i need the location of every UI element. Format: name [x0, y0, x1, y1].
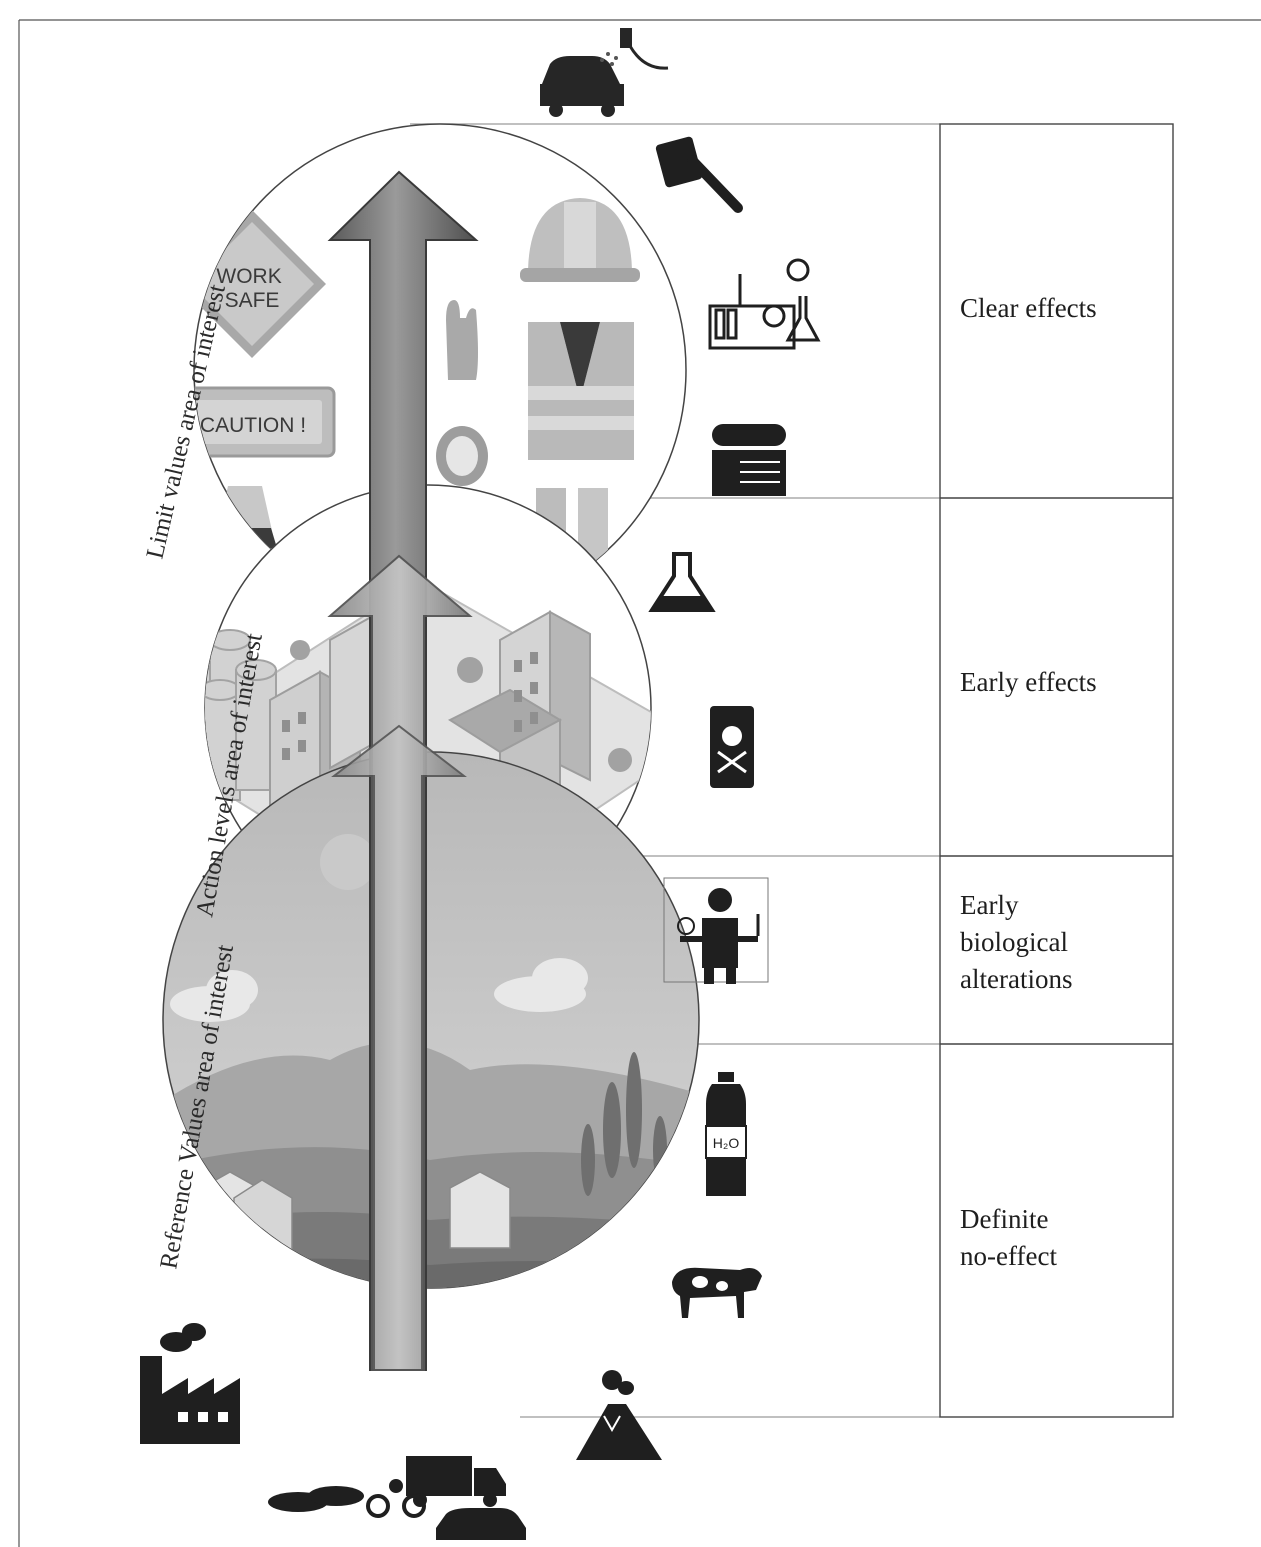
limit-values-circle: WORK SAFE CAUTION ! — [193, 123, 687, 617]
scientist-icon — [663, 877, 769, 984]
effect-label-early: Early effects — [960, 667, 1097, 697]
increasing-exposure-arrows — [327, 170, 479, 1371]
toxic-barrel-icon — [710, 706, 754, 788]
traffic-icon — [268, 1456, 526, 1540]
glove-icon — [446, 300, 478, 380]
safety-vest-icon — [528, 322, 634, 460]
svg-text:WORK SAFE: WORK SAFE — [216, 265, 287, 312]
caution-sign: CAUTION ! — [194, 386, 336, 458]
volcano-icon — [576, 1370, 662, 1460]
factory-icon — [140, 1323, 240, 1444]
lab-apparatus-icon — [708, 258, 821, 350]
svg-text:CAUTION !: CAUTION ! — [200, 414, 306, 437]
effect-label-clear: Clear effects — [960, 293, 1097, 323]
car-spray-icon — [540, 28, 669, 117]
page-frame — [18, 19, 1261, 1547]
hard-hat-icon — [520, 198, 640, 282]
reference-values-circle — [162, 751, 700, 1289]
paint-roller-icon — [655, 136, 743, 213]
goggles-icon — [436, 426, 488, 486]
cow-icon — [672, 1267, 762, 1318]
water-bottle-icon: H₂O — [705, 1072, 747, 1196]
effect-label-biological: Early biological alterations — [960, 890, 1075, 994]
flask-icon — [648, 552, 716, 612]
svg-text:H₂O: H₂O — [713, 1135, 740, 1151]
effect-label-no-effect: Definite no-effect — [960, 1204, 1057, 1271]
paper-roll-icon — [712, 424, 786, 496]
